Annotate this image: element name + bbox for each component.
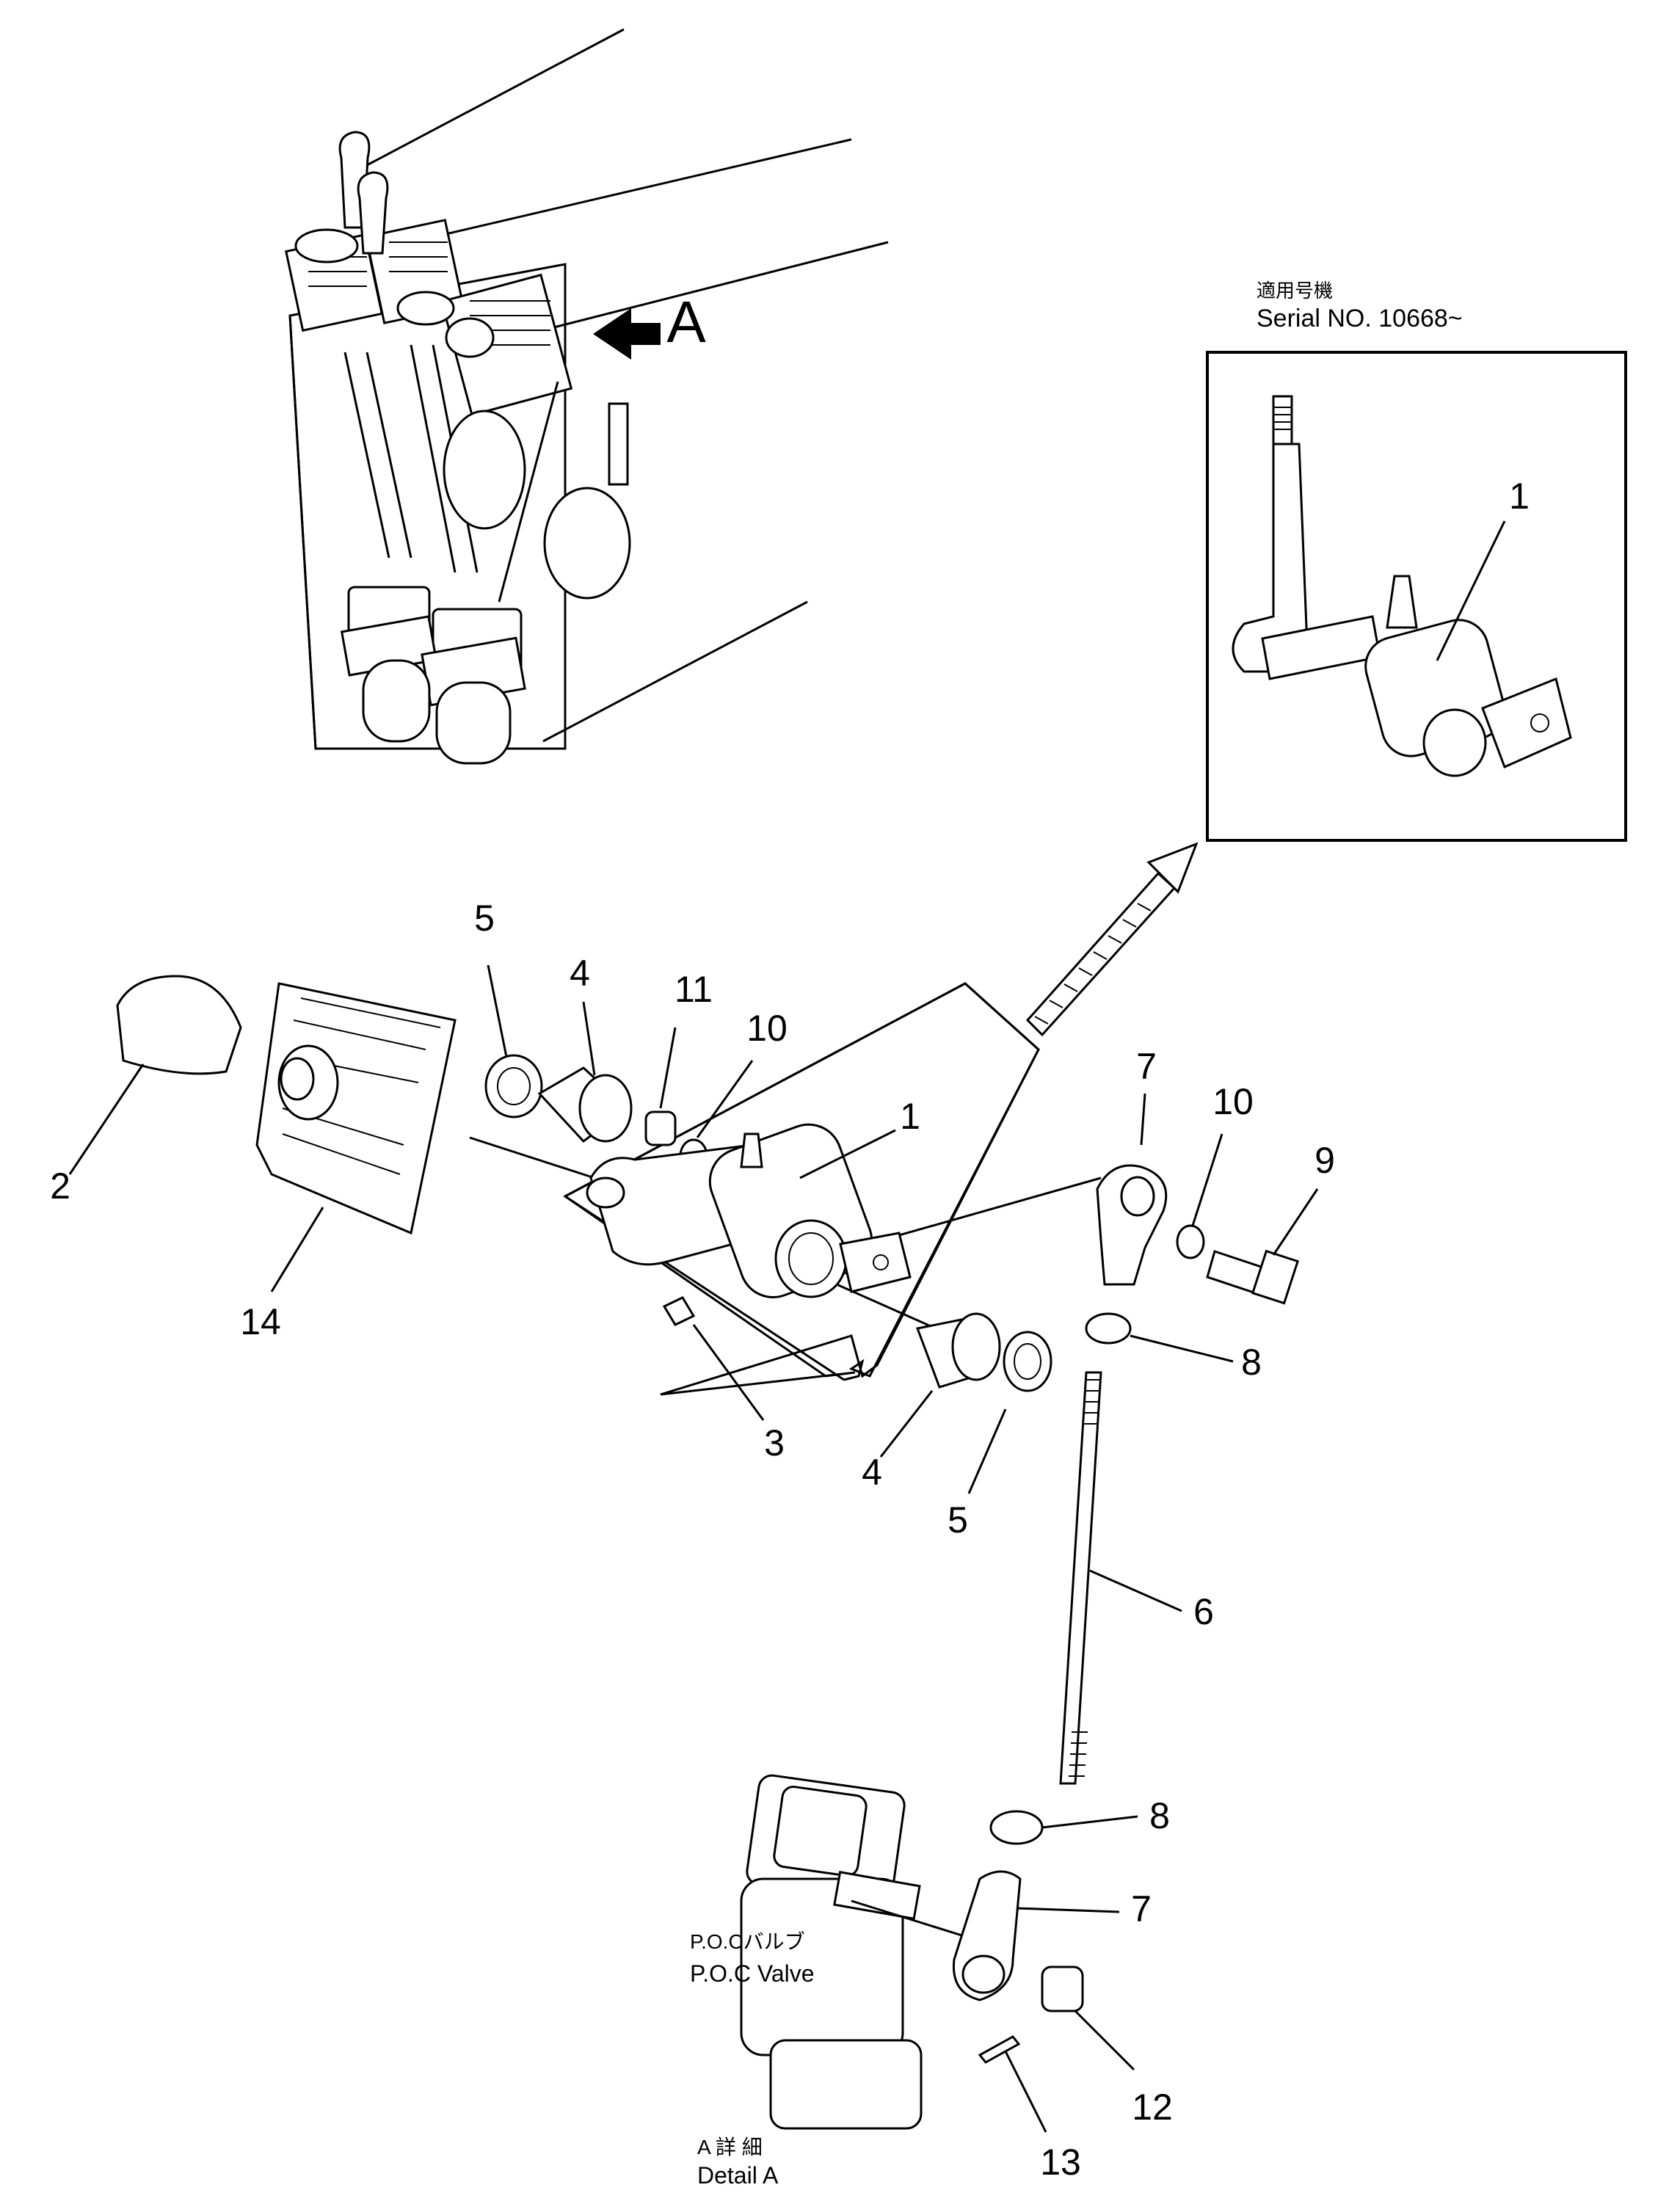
detail-label-en: Detail A [697, 2162, 779, 2189]
lever-body [586, 1123, 912, 1298]
lever-boots [284, 219, 573, 417]
hatched-arrow [1025, 842, 1199, 1037]
callout-10-upper: 10 [746, 1008, 788, 1049]
cotter-pin [978, 2035, 1021, 2064]
callouts: 1 2 3 4 4 5 5 6 7 7 8 8 9 10 10 11 12 13… [50, 898, 1335, 2183]
callout-5-upper: 5 [474, 898, 495, 939]
cylinder-left [443, 410, 526, 530]
valve-label-en: P.O.C Valve [690, 1960, 815, 1987]
callout-5-lower: 5 [948, 1499, 968, 1541]
poc-valve [740, 1774, 970, 2130]
valve-label-jp: P.O.Cバルブ [690, 1930, 805, 1953]
callout-11: 11 [674, 969, 713, 1010]
washer-right [1176, 1224, 1205, 1259]
leader-lines [68, 964, 1319, 2133]
castle-nut [1041, 1965, 1084, 2012]
poc-valves [340, 586, 526, 765]
callout-14: 14 [240, 1301, 281, 1342]
callout-9: 9 [1314, 1140, 1335, 1181]
serial-jp: 適用号機 [1257, 280, 1333, 302]
callout-3: 3 [764, 1422, 785, 1463]
rod-end-lower [952, 1870, 1022, 2001]
callout-8-upper: 8 [1241, 1342, 1262, 1383]
serial-inset: 適用号機 Serial NO. 10668~ 1 [1206, 280, 1627, 842]
jam-nut-upper [1085, 1312, 1132, 1345]
cylinder-right [543, 487, 631, 600]
inset-lever [1232, 395, 1572, 777]
view-arrow-a: A [593, 289, 706, 360]
bushing-lower [915, 1312, 1001, 1389]
nut-upper [644, 1110, 677, 1146]
callout-2: 2 [50, 1165, 70, 1207]
callout-7-upper: 7 [1136, 1046, 1157, 1087]
knob [116, 975, 242, 1075]
jam-nut-lower [989, 1810, 1044, 1845]
rod [1059, 1371, 1102, 1785]
callout-8-lower: 8 [1149, 1795, 1170, 1836]
levers [294, 131, 495, 358]
callout-13: 13 [1040, 2142, 1081, 2183]
callout-4-lower: 4 [862, 1452, 882, 1493]
serial-en: Serial NO. 10668~ [1257, 305, 1463, 332]
console-overview: A [284, 28, 889, 765]
rod-end-upper [1096, 1164, 1168, 1286]
bolt [1206, 1249, 1300, 1305]
callout-4-upper: 4 [570, 953, 590, 994]
grease-nipple [662, 1296, 696, 1326]
inset-frame [1206, 351, 1627, 842]
view-label: A [666, 289, 706, 354]
boot [255, 982, 457, 1235]
bushing-upper [537, 1066, 633, 1143]
callout-7-lower: 7 [1131, 1888, 1152, 1930]
callout-10-right: 10 [1212, 1081, 1254, 1122]
seal-upper [484, 1054, 543, 1119]
seal-lower [1003, 1331, 1052, 1392]
detail-label-jp: A 詳 細 [697, 2136, 763, 2158]
callout-1: 1 [900, 1096, 920, 1137]
callout-6: 6 [1193, 1591, 1214, 1632]
valve-label: P.O.Cバルブ P.O.C Valve [690, 1930, 815, 1987]
callout-12: 12 [1132, 2087, 1173, 2128]
inset-callout-1: 1 [1509, 476, 1530, 517]
detail-label: A 詳 細 Detail A [697, 2136, 779, 2189]
